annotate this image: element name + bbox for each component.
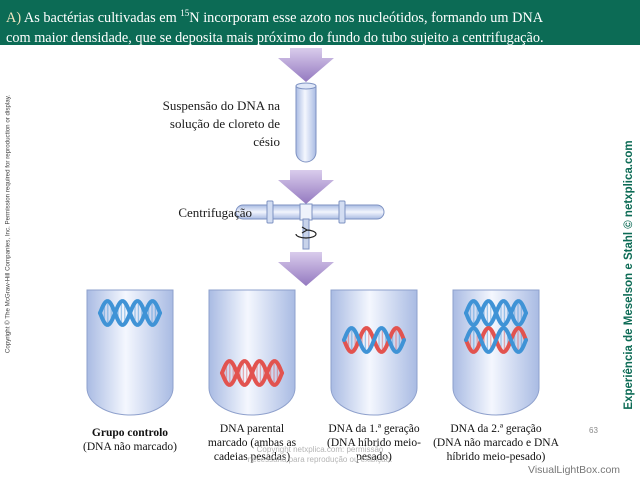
arrow-down-icon <box>278 48 334 82</box>
caption-parental: DNA parental marcado (ambas as cadeias p… <box>207 423 297 463</box>
dna-light-band <box>98 299 162 327</box>
dna-heavy-band <box>220 359 284 387</box>
page-number: 63 <box>589 426 598 435</box>
header-superscript: 15 <box>180 8 190 18</box>
dna-light-band <box>464 299 528 327</box>
dna-hybrid-band <box>464 326 528 354</box>
suspension-label: Suspensão do DNA na solução de cloreto d… <box>162 98 280 149</box>
header-banner: A) As bactérias cultivadas em 15N incorp… <box>0 0 640 46</box>
copyright-side-text: Copyright © The McGraw-Hill Companies, I… <box>4 94 12 354</box>
header-line-2: com maior densidade, que se deposita mai… <box>6 29 544 46</box>
dna-hybrid-band <box>342 326 406 354</box>
tube-first-generation <box>330 289 418 416</box>
header-line-1: A) As bactérias cultivadas em 15N incorp… <box>6 3 634 28</box>
tube-second-generation <box>452 289 540 416</box>
rotation-arrow-icon <box>295 226 317 239</box>
tube-control <box>86 289 174 416</box>
header-text: As bactérias cultivadas em <box>21 9 181 26</box>
arrow-down-icon <box>278 170 334 204</box>
caption-control: Grupo controlo (DNA não marcado) <box>83 427 177 453</box>
copyright-overlay: Copyright netxplica.com: permissão neces… <box>247 445 393 464</box>
centrifuge-rotor <box>235 200 385 250</box>
header-lead: A) <box>6 9 22 26</box>
caption-second-generation: DNA da 2.ª geração (DNA não marcado e DN… <box>433 423 559 463</box>
tube-parental <box>208 289 296 416</box>
suspension-tube <box>295 82 317 163</box>
arrow-down-icon <box>278 252 334 286</box>
centrifugation-label: Centrifugação <box>178 205 252 220</box>
header-line1-rest: N incorporam esse azoto nos nucleótidos,… <box>189 9 544 26</box>
experiment-title-side: Experiência de Meselson e Stahl © netxpl… <box>623 140 635 410</box>
watermark: VisualLightBox.com <box>528 464 621 476</box>
caption-first-generation: DNA da 1.ª geração (DNA híbrido meio- pe… <box>327 423 421 463</box>
